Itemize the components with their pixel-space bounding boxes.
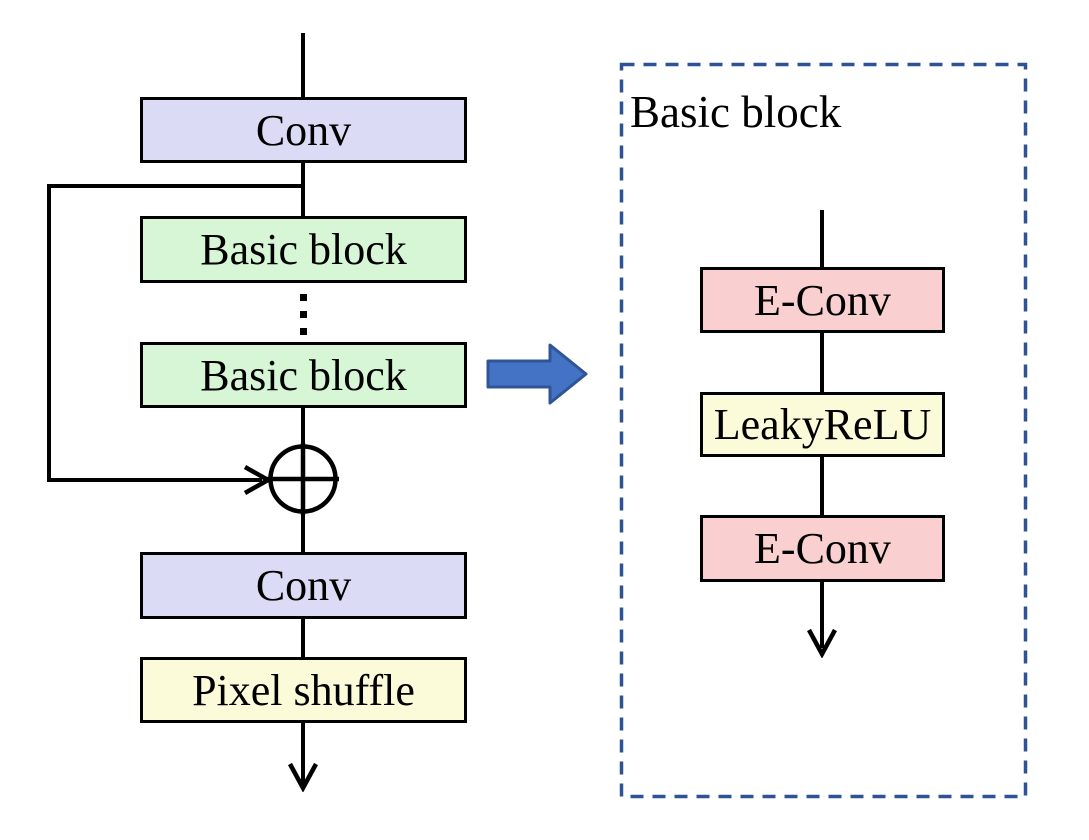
leaky-relu-label: LeakyReLU [713,400,932,449]
output-line [301,723,305,787]
ellipsis-dot [300,311,307,318]
skip-line-bottom [47,478,262,482]
basic-block-detail-panel-border [619,62,1028,799]
detail-panel-title: Basic block [630,87,842,137]
callout-arrow-icon [486,343,588,405]
basic-block-2-label: Basic block [200,350,407,400]
e-conv-2-label: E-Conv [754,524,891,573]
connector-leakyrelu-econv [820,457,824,515]
skip-line-left [47,184,51,482]
arrowhead-down-icon [807,628,837,658]
connector-sum-conv [301,513,305,552]
ellipsis-dot [300,294,307,301]
connector-econv-leakyrelu [820,333,824,392]
basic-block-2: Basic block [140,342,467,408]
conv-top-label: Conv [255,105,352,155]
leaky-relu-block: LeakyReLU [700,392,945,457]
ellipsis-dot [300,328,307,335]
basic-block-1-label: Basic block [200,225,407,274]
pixel-shuffle-label: Pixel shuffle [192,665,415,715]
basic-block-1: Basic block [140,216,467,283]
panel-output-line [820,582,824,648]
input-line [301,33,305,97]
pixel-shuffle-block: Pixel shuffle [140,657,467,723]
circle-plus-icon [267,443,339,515]
connector-conv-pixelshuffle [301,619,305,657]
conv-top-block: Conv [140,97,467,163]
connector-conv-basic [301,163,305,216]
connector-basic-sum [301,408,305,448]
e-conv-1-label: E-Conv [754,275,891,325]
skip-line-top [47,184,305,188]
arrowhead-down-icon [288,762,318,792]
e-conv-1-block: E-Conv [700,267,945,333]
e-conv-2-block: E-Conv [700,515,945,582]
conv-bottom-block: Conv [140,552,467,619]
panel-input-line [820,210,824,267]
conv-bottom-label: Conv [255,561,352,610]
